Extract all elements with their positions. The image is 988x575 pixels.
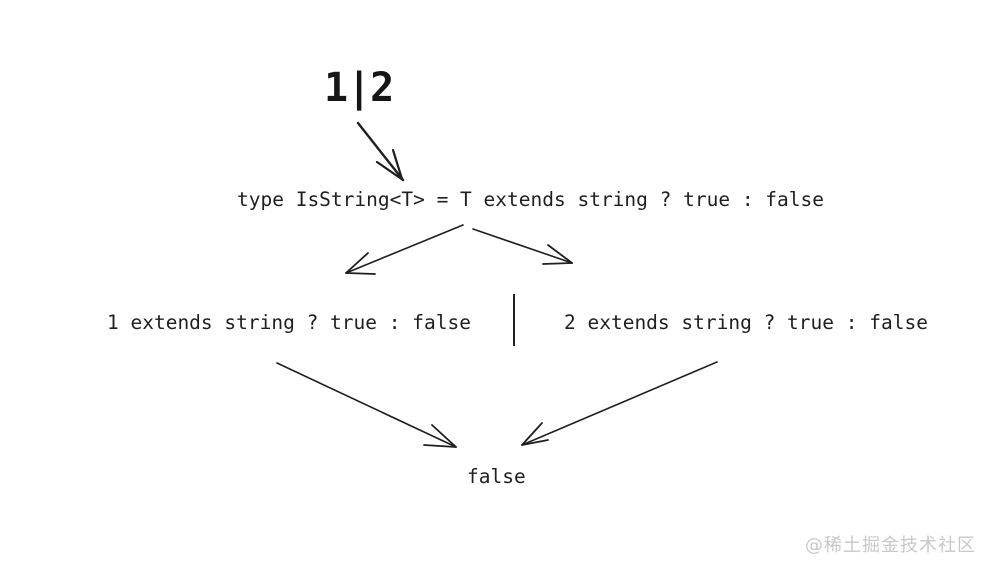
result-value: false — [467, 465, 526, 488]
union-divider-line — [513, 294, 515, 346]
arrow-typedef-to-left-branch — [345, 224, 464, 275]
arrow-typedef-to-right-branch — [472, 228, 573, 265]
arrow-right-branch-to-result — [521, 361, 718, 446]
arrow-left-branch-to-result — [276, 362, 457, 448]
right-branch-expression: 2 extends string ? true : false — [564, 311, 928, 334]
arrow-union-to-typedef — [356, 121, 405, 182]
union-type-label: 1|2 — [324, 65, 394, 111]
type-definition-code: type IsString<T> = T extends string ? tr… — [237, 188, 824, 211]
left-branch-expression: 1 extends string ? true : false — [107, 311, 471, 334]
juejin-watermark: @稀土掘金技术社区 — [805, 535, 976, 556]
